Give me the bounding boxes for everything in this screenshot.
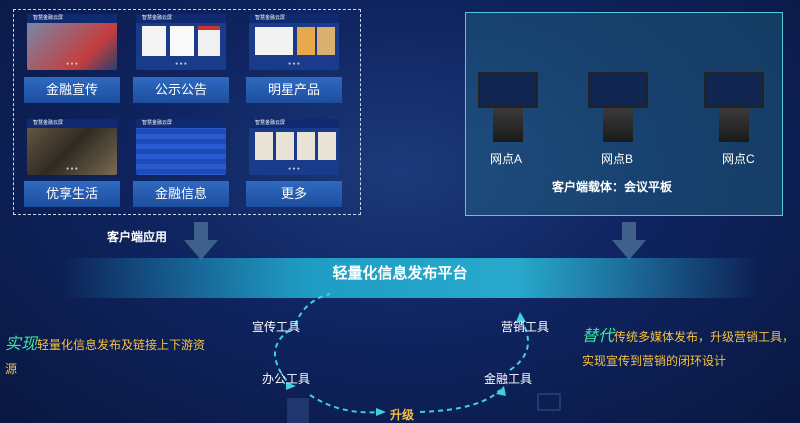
app-button-finance-info[interactable]: 金融信息	[133, 181, 229, 207]
monitor-icon	[537, 393, 561, 411]
tool-finance: 金融工具	[484, 372, 533, 386]
building-icon	[287, 398, 309, 423]
product-card-icon	[317, 27, 335, 55]
product-card-icon	[255, 27, 293, 55]
platform-title: 轻量化信息发布平台	[332, 265, 468, 282]
platform-banner	[60, 258, 760, 298]
tablet-screen	[478, 72, 538, 108]
app-thumb-title: 智慧金融云屏	[27, 14, 117, 23]
person-card-icon	[297, 132, 315, 160]
document-page-icon	[170, 26, 194, 56]
app-thumb-title: 智慧金融云屏	[27, 119, 117, 128]
tablet-screen	[588, 72, 648, 108]
tool-marketing: 营销工具	[501, 320, 550, 334]
tablet-device-b	[588, 72, 648, 142]
app-button-announcements[interactable]: 公示公告	[133, 77, 229, 103]
tool-office: 办公工具	[262, 372, 311, 386]
document-page-icon	[198, 26, 220, 56]
tablet-stand	[493, 108, 523, 142]
app-thumb-announcements[interactable]: 智慧金融云屏 ● ● ●	[136, 14, 226, 70]
app-thumb-more[interactable]: 智慧金融云屏 ● ● ●	[249, 119, 339, 175]
down-arrow-icon	[184, 222, 218, 260]
tablet-stand	[603, 108, 633, 142]
left-slogan-emphasis: 实现	[5, 336, 38, 353]
app-thumb-title: 智慧金融云屏	[249, 119, 339, 128]
carousel-dots: ● ● ●	[288, 61, 300, 67]
left-slogan: 实现轻量化信息发布及链接上下游资源	[5, 333, 210, 381]
app-thumb-title: 智慧金融云屏	[136, 14, 226, 23]
product-card-icon	[297, 27, 315, 55]
tablet-stand	[719, 108, 749, 142]
tablet-screen	[704, 72, 764, 108]
app-thumb-finance-promo[interactable]: 智慧金融云屏 ● ● ●	[27, 14, 117, 70]
right-slogan-emphasis: 替代	[582, 328, 615, 345]
carousel-dots: ● ● ●	[66, 166, 78, 172]
tool-promo: 宣传工具	[252, 320, 301, 334]
upgrade-label: 升级	[390, 408, 415, 422]
right-slogan-text: 传统多媒体发布，升级营销工具，实现宣传到营销的闭环设计	[582, 330, 795, 368]
client-carrier-caption: 客户端载体：会议平板	[552, 180, 673, 194]
person-card-icon	[318, 132, 336, 160]
client-apps-panel	[13, 9, 361, 215]
right-slogan: 替代传统多媒体发布，升级营销工具，实现宣传到营销的闭环设计	[582, 325, 797, 373]
carousel-dots: ● ● ●	[288, 166, 300, 172]
app-button-star-products[interactable]: 明星产品	[246, 77, 342, 103]
document-page-icon	[142, 26, 166, 56]
left-slogan-text: 轻量化信息发布及链接上下游资源	[5, 338, 206, 376]
person-card-icon	[255, 132, 273, 160]
app-thumb-premium-life[interactable]: 智慧金融云屏 ● ● ●	[27, 119, 117, 175]
device-label-c: 网点C	[722, 152, 755, 166]
carousel-dots: ● ● ●	[66, 61, 78, 67]
device-label-a: 网点A	[490, 152, 523, 166]
app-button-finance-promo[interactable]: 金融宣传	[24, 77, 120, 103]
app-thumb-title: 智慧金融云屏	[249, 14, 339, 23]
tablet-device-a	[478, 72, 538, 142]
cycle-arrows	[274, 293, 529, 416]
app-thumb-finance-info[interactable]: 智慧金融云屏	[136, 119, 226, 175]
app-button-premium-life[interactable]: 优享生活	[24, 181, 120, 207]
carousel-dots: ● ● ●	[175, 61, 187, 67]
person-card-icon	[276, 132, 294, 160]
app-thumb-title: 智慧金融云屏	[136, 119, 226, 128]
tablet-device-c	[704, 72, 764, 142]
client-apps-caption: 客户端应用	[107, 230, 168, 244]
down-arrow-icon	[612, 222, 646, 260]
app-button-more[interactable]: 更多	[246, 181, 342, 207]
app-thumb-star-products[interactable]: 智慧金融云屏 ● ● ●	[249, 14, 339, 70]
device-label-b: 网点B	[601, 152, 634, 166]
